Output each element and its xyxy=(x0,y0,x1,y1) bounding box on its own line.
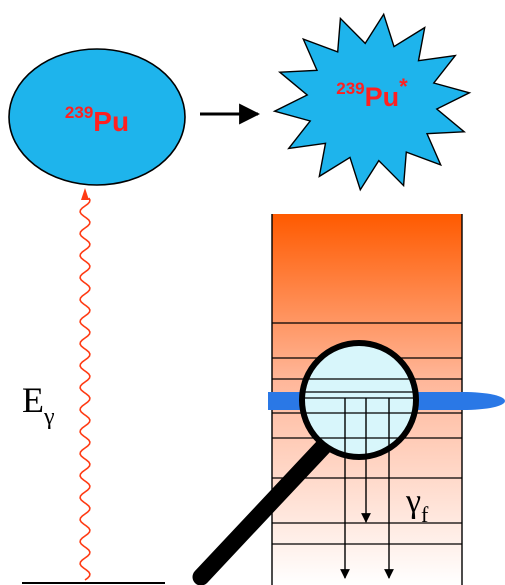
excited-nucleus: 239Pu* xyxy=(272,12,472,192)
magnifier-handle xyxy=(192,437,333,585)
gamma-label-subscript: f xyxy=(421,502,429,527)
photon-energy-label: Eγ xyxy=(22,380,55,430)
excited-mark: * xyxy=(399,74,408,99)
magnifying-glass-icon xyxy=(192,340,419,585)
nucleus-symbol: Pu xyxy=(93,106,129,137)
nucleus-ellipse xyxy=(8,48,186,186)
photon-wave xyxy=(79,197,91,581)
excited-nucleus-symbol: Pu xyxy=(365,82,400,112)
magnifier-rim xyxy=(299,340,419,460)
excited-nucleus-mass-number: 239 xyxy=(336,79,364,98)
photon-arrowhead xyxy=(81,188,89,200)
photon-energy-subscript: γ xyxy=(43,404,55,430)
nucleus-label: 239Pu xyxy=(65,103,129,137)
ground-state-nucleus: 239Pu xyxy=(8,48,186,186)
excited-nucleus-starburst xyxy=(272,12,472,192)
gamma-label: γf xyxy=(405,483,429,527)
nucleus-mass-number: 239 xyxy=(65,103,93,122)
photon-energy-main: E xyxy=(22,380,44,420)
magnifier-lens xyxy=(302,343,416,457)
excited-nucleus-label: 239Pu* xyxy=(336,74,408,112)
gamma-label-main: γ xyxy=(405,483,421,520)
